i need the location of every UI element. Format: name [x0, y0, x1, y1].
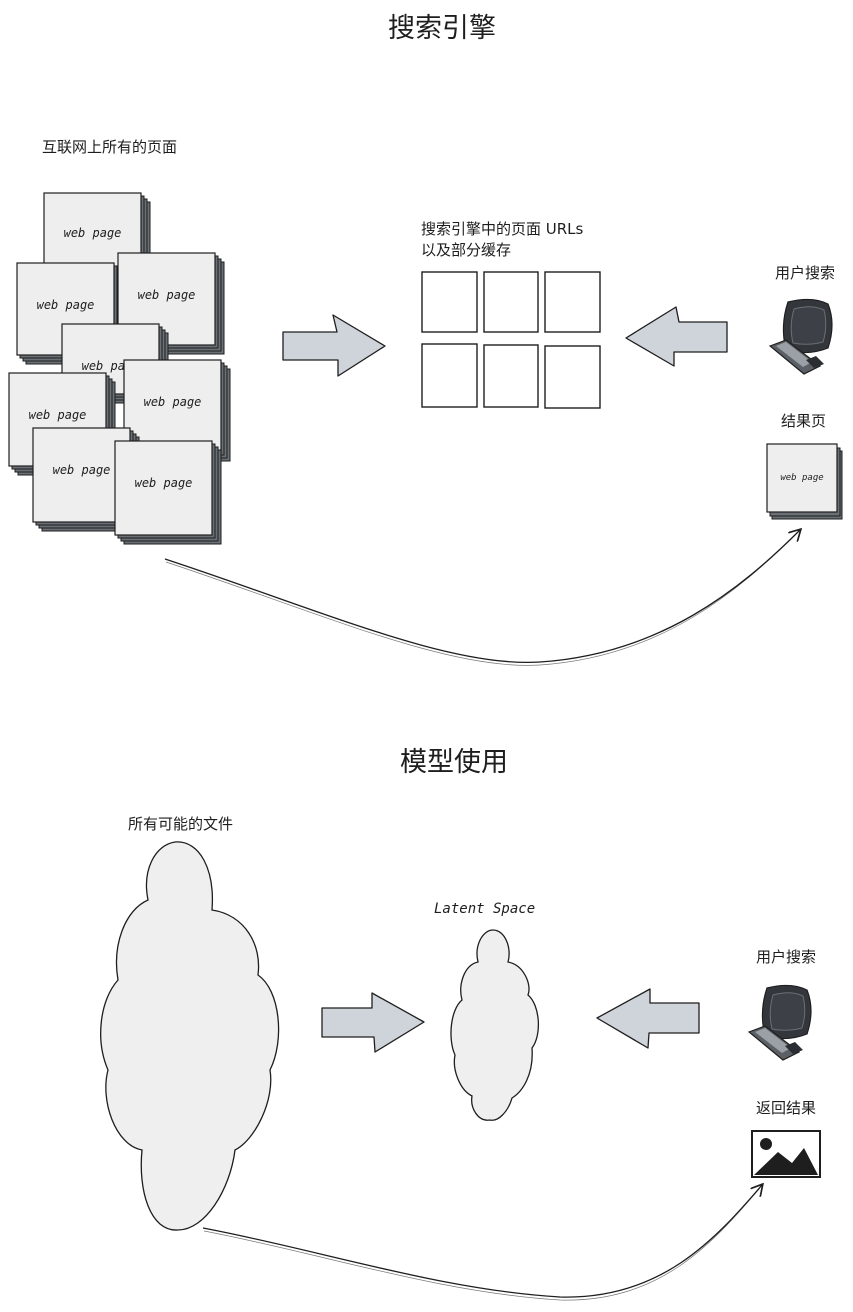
- computer-icon: [747, 984, 812, 1061]
- url-cell: [483, 271, 539, 333]
- url-cell: [421, 271, 478, 333]
- flow-arrow-right-bottom: [321, 992, 425, 1053]
- url-cell: [483, 344, 539, 408]
- url-cell: [421, 343, 478, 408]
- webpage-text: web page: [144, 395, 202, 409]
- url-cell: [544, 271, 601, 333]
- result-page-label: 结果页: [781, 412, 827, 430]
- user-search-label: 用户搜索: [775, 264, 836, 282]
- webpage-text: web page: [138, 288, 196, 302]
- webpage-text: web page: [135, 476, 193, 490]
- all-pages-label: 互联网上所有的页面: [42, 138, 178, 156]
- curved-arrow-bottom: [202, 1185, 762, 1298]
- result-webpage-text: web page: [780, 473, 823, 483]
- computer-icon: [768, 298, 833, 375]
- index-label-line1: 搜索引擎中的页面 URLs: [421, 220, 584, 238]
- all-files-cloud: [100, 841, 280, 1231]
- model-usage-title: 模型使用: [400, 747, 508, 778]
- latent-space-label: Latent Space: [434, 901, 536, 917]
- index-label-line2: 以及部分缓存: [421, 241, 512, 259]
- url-index-grid: [421, 271, 601, 409]
- webpage-sheet: web page: [114, 440, 222, 545]
- flow-arrow-right-top: [282, 314, 386, 377]
- model-user-search-label: 用户搜索: [756, 948, 817, 966]
- url-cell: [544, 345, 601, 409]
- latent-space-cloud: [450, 929, 539, 1121]
- webpage-text: web page: [64, 226, 122, 240]
- return-result-label: 返回结果: [756, 1099, 817, 1117]
- result-page-stack: web page: [766, 443, 843, 520]
- flow-arrow-left-bottom: [596, 988, 700, 1049]
- flow-arrow-left-top: [625, 306, 728, 367]
- webpage-text: web page: [37, 298, 95, 312]
- all-webpages-stack: web page web page web page web page web page…: [8, 192, 231, 545]
- webpage-text: web page: [53, 463, 111, 477]
- search-engine-title: 搜索引擎: [388, 13, 496, 44]
- image-icon: [751, 1130, 821, 1178]
- all-files-label: 所有可能的文件: [128, 815, 234, 833]
- webpage-text: web page: [29, 408, 87, 422]
- curved-arrow-top: [164, 530, 800, 664]
